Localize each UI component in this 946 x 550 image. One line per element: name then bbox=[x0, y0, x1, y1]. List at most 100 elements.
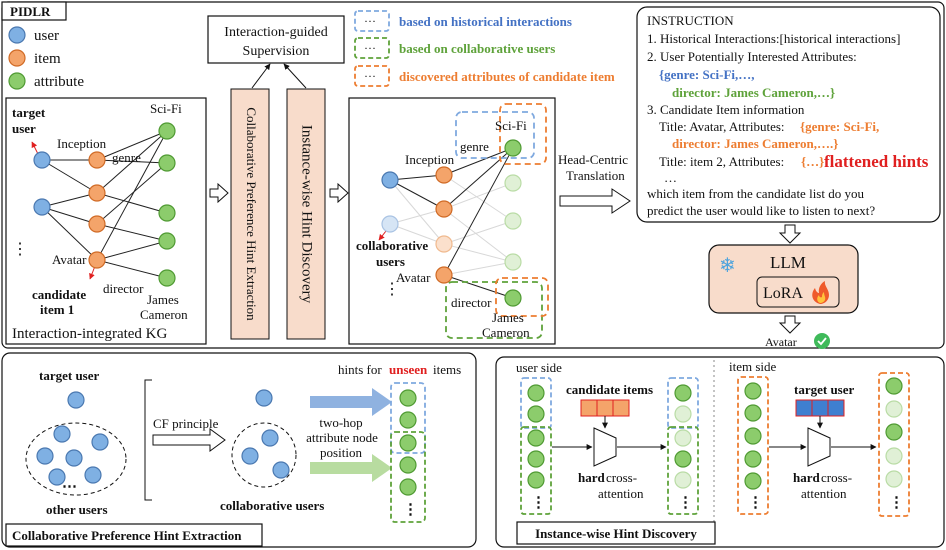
page-title: PIDLR bbox=[10, 4, 51, 19]
kg-item-node bbox=[88, 215, 106, 233]
us-out-collaborative-box bbox=[667, 426, 699, 515]
instruction-line-6b: {genre: Sci-Fi, bbox=[800, 119, 879, 134]
historical-flow-arrow bbox=[310, 388, 392, 416]
instruction-line-1: 1. Historical Interactions:[historical i… bbox=[647, 31, 900, 46]
instruction-header: INSTRUCTION bbox=[647, 13, 734, 28]
mid-genre-label: genre bbox=[460, 139, 489, 154]
bl-hint-nodes bbox=[399, 389, 417, 496]
historical-legend-ellipsis: ··· bbox=[364, 14, 376, 28]
title-box bbox=[1, 1, 67, 21]
legend-item-label: item bbox=[34, 51, 61, 67]
supervision-box bbox=[207, 15, 345, 64]
mid-director-label: director bbox=[451, 295, 492, 310]
mid-item-node-faded bbox=[435, 235, 453, 253]
ihd-caption: Instance-wise Hint Discovery bbox=[535, 526, 697, 541]
bl-collab-node bbox=[255, 389, 273, 407]
kg-edges bbox=[41, 130, 168, 279]
discovered-legend-box bbox=[354, 65, 390, 87]
historical-legend-box bbox=[354, 10, 390, 32]
instruction-line-8a: Title: item 2, Attributes: bbox=[659, 154, 784, 169]
head-centric-arrow bbox=[559, 188, 631, 214]
kg-attribute-node bbox=[158, 204, 176, 222]
supervision-label-2: Supervision bbox=[243, 44, 310, 59]
is-input-vdots: ⋮ bbox=[748, 495, 763, 511]
collab-users-circle bbox=[231, 422, 297, 488]
middle-nodes bbox=[381, 139, 522, 307]
kg-attribute-node bbox=[158, 232, 176, 250]
mid-item-node bbox=[435, 166, 453, 184]
kg-avatar-label: Avatar bbox=[52, 252, 87, 267]
collab-users-label: collaborative users bbox=[220, 498, 324, 513]
legend-user-icon bbox=[8, 26, 26, 44]
bl-collaborative-box bbox=[390, 431, 426, 523]
other-users-dots: ⋯ bbox=[62, 479, 77, 495]
mid-collab-user-node bbox=[381, 215, 399, 233]
ihd-panel bbox=[495, 356, 945, 548]
instruction-line-5: 3. Candidate Item information bbox=[647, 102, 805, 117]
instruction-line-3: {genre: Sci-Fi,…, bbox=[659, 67, 755, 82]
user-side-label: user side bbox=[516, 360, 562, 375]
us-cross-label: cross- bbox=[606, 470, 637, 485]
kg-cameron-label: Cameron bbox=[140, 307, 188, 322]
other-users-nodes bbox=[36, 425, 109, 486]
two-hop-label-1: two-hop bbox=[319, 415, 362, 430]
middle-faded-edges bbox=[389, 174, 514, 276]
kg-user-node bbox=[33, 151, 51, 169]
mid-attribute-node-faded bbox=[504, 212, 522, 230]
mid-attribute-node bbox=[504, 289, 522, 307]
kg-candidate-label-2: item 1 bbox=[40, 302, 74, 317]
legend-attribute-icon bbox=[8, 72, 26, 90]
kg-item-node bbox=[88, 251, 106, 269]
two-hop-label-3: position bbox=[320, 445, 362, 460]
ihd-caption-box bbox=[516, 521, 716, 545]
mid-attribute-node bbox=[504, 139, 522, 157]
candidate-item-arrow bbox=[89, 265, 96, 280]
flow-arrow-2 bbox=[329, 182, 349, 204]
legend-item-icon bbox=[8, 49, 26, 67]
bl-bracket bbox=[144, 379, 152, 501]
kg-candidate-label-1: candidate bbox=[32, 287, 86, 302]
discovered-legend-ellipsis: ··· bbox=[364, 69, 376, 83]
discovered-hint-box-top bbox=[499, 103, 547, 165]
is-attention-block bbox=[807, 427, 831, 467]
us-collaborative-box bbox=[520, 426, 552, 515]
bl-target-user-node bbox=[67, 391, 85, 409]
collaborative-legend-box bbox=[354, 37, 390, 59]
middle-graph-box bbox=[348, 97, 556, 345]
node-legend: user item attribute bbox=[8, 26, 84, 90]
bl-historical-box bbox=[390, 382, 426, 454]
item-side-label: item side bbox=[729, 359, 777, 374]
is-attention-label: attention bbox=[801, 486, 847, 501]
top-frame bbox=[1, 1, 945, 349]
is-hard-label: hard bbox=[793, 470, 821, 485]
kg-attribute-node bbox=[158, 122, 176, 140]
bl-target-user-label: target user bbox=[39, 368, 100, 383]
mid-attribute-node-faded bbox=[504, 253, 522, 271]
kg-attribute-node bbox=[158, 154, 176, 172]
is-input-nodes bbox=[744, 382, 762, 490]
kg-genre-label: genre bbox=[112, 150, 141, 165]
other-users-ellipse bbox=[25, 422, 127, 496]
fire-core bbox=[817, 292, 826, 303]
candidate-items-label: candidate items bbox=[566, 382, 653, 397]
mid-dots: ⋮ bbox=[384, 281, 400, 298]
us-attention-label: attention bbox=[598, 486, 644, 501]
other-users-label: other users bbox=[46, 502, 108, 517]
mid-item-node bbox=[435, 200, 453, 218]
mid-item-node bbox=[435, 266, 453, 284]
collab-users-nodes bbox=[241, 429, 290, 479]
collab-user-arrow bbox=[378, 230, 387, 241]
unseen-label: unseen bbox=[389, 362, 428, 377]
collaborative-hint-box bbox=[445, 281, 543, 339]
instruction-line-4: director: James Cameron,…} bbox=[672, 85, 835, 100]
instruction-text: INSTRUCTION 1. Historical Interactions:[… bbox=[647, 13, 929, 218]
instruction-line-11: predict the user would like to listen to… bbox=[647, 203, 875, 218]
target-user-vector bbox=[795, 399, 845, 417]
mid-scifi-label: Sci-Fi bbox=[495, 118, 527, 133]
hints-for-label: hints for bbox=[338, 362, 382, 377]
instruction-line-8b: {…} bbox=[801, 154, 824, 169]
kg-attribute-node bbox=[158, 269, 176, 287]
kg-target-label-2: user bbox=[12, 121, 36, 136]
mid-user-node bbox=[381, 171, 399, 189]
kg-caption: Interaction-integrated KG bbox=[12, 326, 168, 342]
